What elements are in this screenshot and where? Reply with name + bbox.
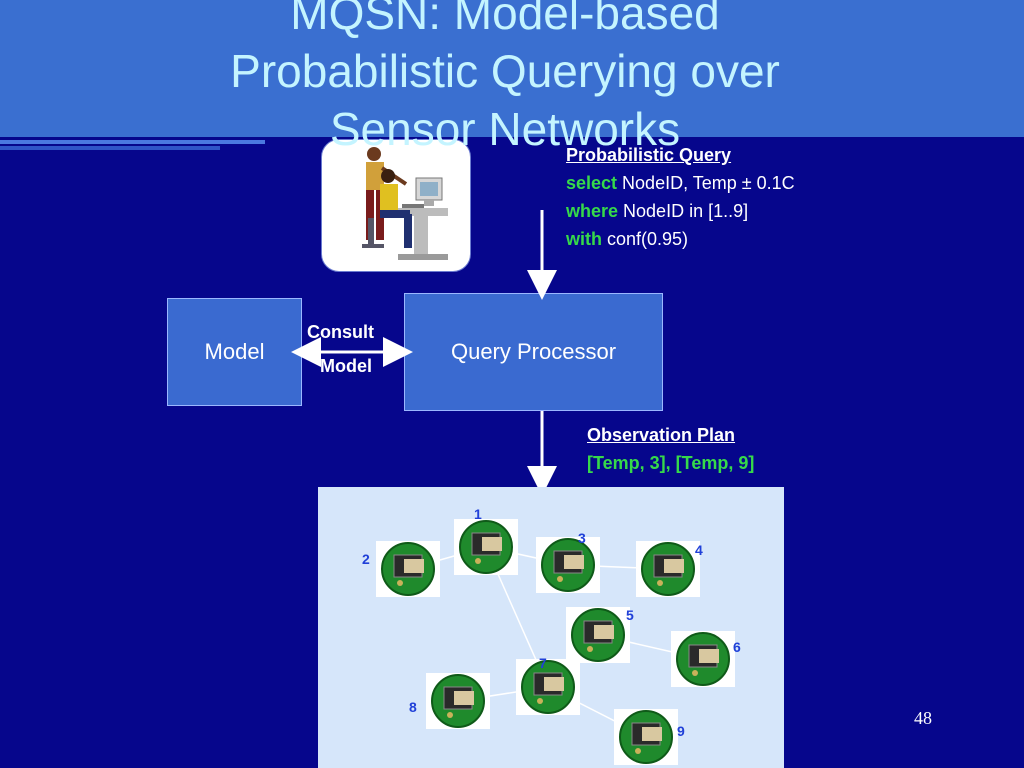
title-rule-secondary <box>0 146 220 150</box>
sensor-node-3 <box>536 537 600 593</box>
where-clause: NodeID in [1..9] <box>618 201 749 221</box>
node-label-9: 9 <box>677 723 685 739</box>
query-line-with: with conf(0.95) <box>566 225 795 253</box>
node-label-7: 7 <box>539 655 547 671</box>
query-line-select: select NodeID, Temp ± 0.1C <box>566 169 795 197</box>
query-line-where: where NodeID in [1..9] <box>566 197 795 225</box>
sensor-network-graph <box>376 519 735 765</box>
sensor-node-2 <box>376 541 440 597</box>
node-label-8: 8 <box>409 699 417 715</box>
sensor-node-6 <box>671 631 735 687</box>
sensor-node-5 <box>566 607 630 663</box>
title-band <box>0 0 1024 137</box>
sensor-node-9 <box>614 709 678 765</box>
keyword-with: with <box>566 229 602 249</box>
probabilistic-query-block: Probabilistic Query select NodeID, Temp … <box>566 141 795 253</box>
slide-title-line-1: MQSN: Model-based <box>290 0 720 39</box>
keyword-where: where <box>566 201 619 221</box>
query-processor-box: Query Processor <box>404 293 663 411</box>
observation-plan-heading: Observation Plan <box>587 425 736 445</box>
node-label-6: 6 <box>733 639 741 655</box>
observation-plan-value: [Temp, 3], [Temp, 9] <box>587 453 755 473</box>
sensor-node-7 <box>516 659 580 715</box>
model-box: Model <box>167 298 302 406</box>
probabilistic-query-heading: Probabilistic Query <box>566 145 732 165</box>
with-clause: conf(0.95) <box>602 229 689 249</box>
slide-title: MQSN: Model-based Probabilistic Querying… <box>100 0 910 158</box>
users-at-computer-illustration <box>321 139 471 272</box>
consult-model-label: Model <box>320 356 372 376</box>
sensor-node-1 <box>454 519 518 575</box>
node-label-2: 2 <box>362 551 370 567</box>
title-rule <box>0 140 265 144</box>
keyword-select: select <box>566 173 618 193</box>
sensor-network-panel: 1 2 3 4 5 6 7 8 9 <box>318 487 784 768</box>
sensor-node-4 <box>636 541 700 597</box>
node-label-5: 5 <box>626 607 634 623</box>
node-label-1: 1 <box>474 506 482 522</box>
slide-title-line-2: Probabilistic Querying over <box>230 45 780 97</box>
page-number: 48 <box>914 708 932 728</box>
consult-label: Consult <box>307 322 374 342</box>
slide-title-line-3: Sensor Networks <box>329 103 681 155</box>
computer-user-icon <box>362 147 448 260</box>
sensor-node-8 <box>426 673 490 729</box>
select-clause: NodeID, Temp ± 0.1C <box>617 173 795 193</box>
node-label-4: 4 <box>695 542 703 558</box>
node-label-3: 3 <box>578 530 586 546</box>
observation-plan-block: Observation Plan [Temp, 3], [Temp, 9] <box>587 421 754 477</box>
